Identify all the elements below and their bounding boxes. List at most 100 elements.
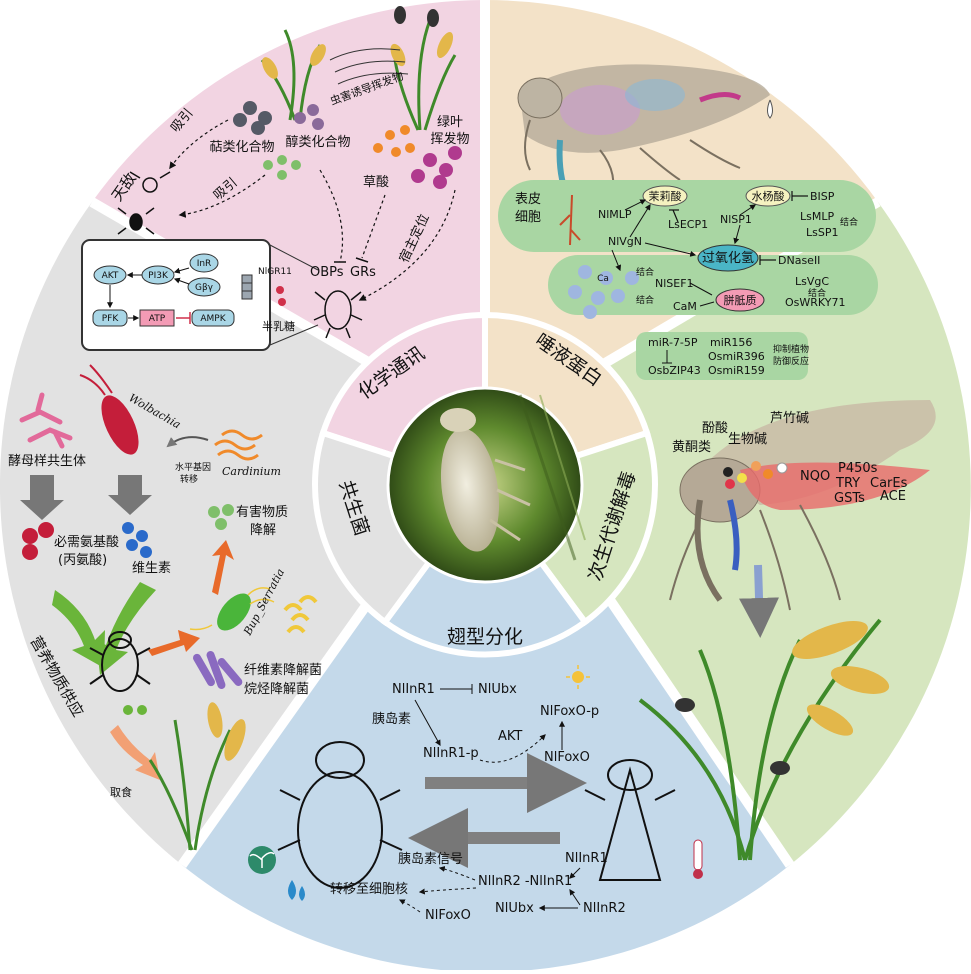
label-epidermis: 表皮 [515, 192, 541, 207]
label-osmir159: OsmiR159 [708, 364, 765, 377]
label-osbzip: OsbZIP43 [648, 364, 701, 377]
serratia-icon [189, 587, 275, 631]
label-mir156: miR156 [710, 336, 752, 349]
alkane-bacteria-icon [193, 650, 243, 690]
label-phenolic: 酚酸 [702, 421, 728, 436]
label-harmful-2: 降解 [250, 523, 276, 538]
node-atp: ATP [149, 314, 166, 324]
node-pfk: PFK [102, 314, 120, 324]
planthopper-icon-chem [313, 290, 363, 339]
sun-icon [566, 665, 590, 689]
label-ca: Ca [597, 274, 609, 284]
wolbachia-icon [79, 364, 139, 455]
label-wing-dimer: NlInR2 -NlInR1 [478, 874, 572, 889]
plant-sprout-icon [248, 846, 276, 874]
label-lsvgc: LsVgC [795, 275, 829, 288]
label-wing-foxo-b: NlFoxO [425, 908, 471, 923]
rice-plant-icon-2 [393, 19, 457, 131]
label-bind-4: 结合 [636, 294, 654, 306]
wing-panel: NlInR1 NlUbx 胰岛素 NlFoxO-p NlInR1-p AKT N… [248, 665, 703, 923]
short-wing-planthopper-icon [277, 741, 403, 889]
vitamin-dots [122, 522, 152, 558]
label-gsts: GSTs [834, 491, 865, 506]
pathway-nodes [92, 253, 235, 327]
node-gbg: Gβγ [195, 283, 214, 293]
label-ros: 过氧化氢 [702, 251, 754, 266]
label-wing-inr1: NlInR1 [392, 682, 435, 697]
label-lssp1: LsSP1 [806, 226, 838, 239]
label-wing-akt: AKT [498, 729, 522, 744]
label-alkaloids: 生物碱 [728, 432, 767, 447]
label-cardinium: Cardinium [222, 465, 281, 478]
label-bind-1: 结合 [840, 216, 858, 228]
planthopper-icon-symb [89, 631, 151, 692]
label-oswrky: OsWRKY71 [785, 296, 845, 309]
metabolite-dots [723, 461, 788, 489]
calcium-ions [568, 265, 639, 319]
label-wing-insulin: 胰岛素 [372, 711, 411, 727]
label-ja: 茉莉酸 [649, 189, 682, 203]
label-wing-ubx: NlUbx [478, 682, 517, 697]
label-nlmlp: NlMLP [598, 208, 632, 221]
label-inhibit-2: 防御反应 [773, 355, 809, 367]
rice-grain-icon-detox [792, 621, 890, 736]
spider-icon [129, 171, 171, 193]
label-amino-2: (丙氨酸) [58, 553, 107, 568]
label-mir7: miR-7-5P [648, 336, 698, 349]
label-obps: OBPs [310, 265, 344, 280]
terpene-dots [233, 101, 272, 135]
label-vitamin: 维生素 [132, 561, 171, 576]
label-nqo: NQO [800, 469, 830, 484]
label-wing-nucleus: 转移至细胞核 [330, 882, 408, 897]
label-dnase: DNaseII [778, 254, 820, 267]
planthopper-small-detox-icon [675, 698, 790, 775]
node-pi3k: PI3K [148, 271, 169, 281]
label-osmir396: OsmiR396 [708, 350, 765, 363]
green-panel-bottom [636, 332, 808, 380]
center-photo [386, 386, 586, 584]
flow-arrows-grey [20, 475, 152, 520]
label-sa: 水杨酸 [752, 189, 785, 203]
label-reed: 芦竹碱 [770, 411, 809, 426]
label-inhibit-1: 抑制植物 [773, 343, 809, 355]
label-bind-3: 结合 [636, 266, 654, 278]
label-lsecp1: LsECP1 [668, 218, 708, 231]
stylet-icon [559, 194, 581, 246]
water-drop-icon [288, 880, 305, 901]
green-nutrient-dots [123, 705, 147, 715]
label-wing-inr1p: NlInR1-p [423, 746, 479, 761]
title-wing: 翅型分化 [447, 626, 523, 648]
green-panel-mid [548, 255, 878, 315]
label-grs: GRs [350, 265, 376, 280]
label-galactose: 半乳糖 [262, 319, 295, 333]
oxalic-dots [373, 125, 415, 157]
label-flavonoids: 黄酮类 [672, 440, 711, 455]
planthopper-small-icon [394, 6, 439, 27]
label-hgt-2: 转移 [180, 473, 198, 485]
label-cam: CaM [673, 300, 697, 313]
label-alkane: 烷烃降解菌 [244, 682, 309, 697]
node-akt: AKT [102, 271, 119, 281]
label-nlgr11: NlGR11 [258, 267, 292, 277]
label-amino: 必需氨基酸 [54, 535, 119, 550]
label-cellulose: 纤维素降解菌 [244, 663, 322, 678]
label-wing-ins-signal: 胰岛素信号 [398, 851, 463, 867]
long-wing-planthopper-icon [584, 759, 676, 881]
label-cares: CarEs [870, 476, 908, 491]
label-nlvgn: NlVgN [608, 235, 642, 248]
node-inr: InR [197, 259, 212, 269]
label-blsp: BISP [810, 190, 835, 203]
galactose-dot [276, 286, 284, 294]
planthopper-cutaway-icon [517, 64, 773, 201]
label-try: TRY [835, 476, 860, 491]
label-hgt-1: 水平基因 [175, 461, 211, 473]
label-callose: 胼胝质 [724, 293, 757, 307]
cellulose-bacteria-icon [283, 595, 318, 634]
predator-icon [117, 207, 155, 235]
label-green-leaf-2: 挥发物 [430, 131, 469, 147]
volatile-lines [329, 48, 409, 85]
label-nlsef1: NlSEF1 [655, 277, 694, 290]
purple-dots [411, 146, 462, 189]
label-alcohols: 醇类化合物 [285, 134, 350, 150]
